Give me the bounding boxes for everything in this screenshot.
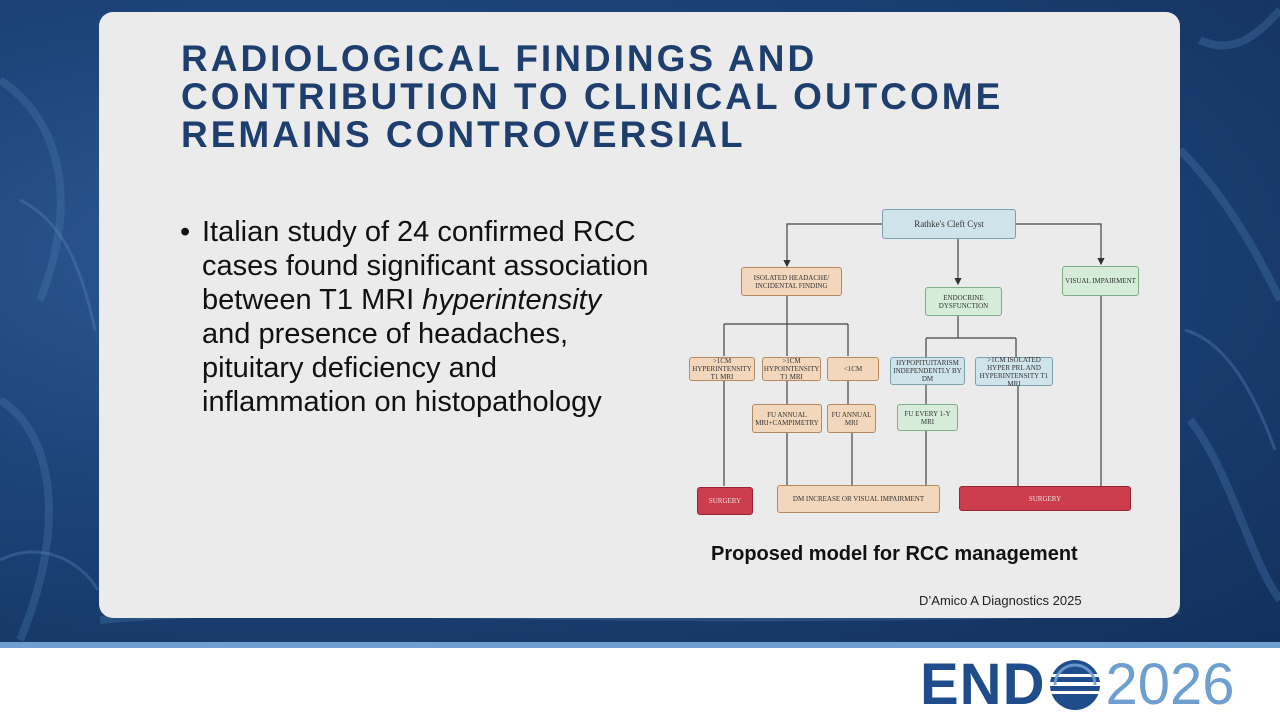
- bullet-marker: •: [180, 216, 191, 248]
- footer-stripe-thin: [0, 648, 1280, 651]
- figure-caption: Proposed model for RCC management: [711, 543, 1078, 565]
- bullet-text: Italian study of 24 confirmed RCC cases …: [202, 215, 652, 419]
- figure-credit: D’Amico A Diagnostics 2025: [919, 593, 1082, 608]
- globe-icon: [1050, 660, 1101, 710]
- flow-node-fu-every-year: FU EVERY 1-Y MRI: [897, 404, 958, 431]
- endo-logo: END 2026: [920, 656, 1235, 714]
- flow-node-small-cyst: <1CM: [827, 357, 879, 381]
- bullet-text-emphasis: hyperintensity: [422, 284, 602, 316]
- flow-node-root: Rathke's Cleft Cyst: [882, 209, 1016, 239]
- flow-node-isolated-hyper-prl: >1CM ISOLATED HYPER PRL AND HYPERINTENSI…: [975, 356, 1053, 388]
- slide-title: RADIOLOGICAL FINDINGS AND CONTRIBUTION T…: [181, 38, 1004, 155]
- flow-node-endocrine-dysfunction: ENDOCRINE DYSFUNCTION: [925, 287, 1002, 316]
- bullet-text-before: Italian study of 24 confirmed RCC cases …: [202, 216, 649, 316]
- flow-node-surgery-right: SURGERY: [959, 486, 1131, 511]
- flow-node-visual-impairment: VISUAL IMPAIRMENT: [1062, 266, 1139, 296]
- flow-node-fu-annual-campimetry: FU ANNUAL MRI+CAMPIMETRY: [752, 404, 822, 433]
- logo-text-end: END: [920, 652, 1046, 717]
- footer-stripe: [0, 642, 1280, 648]
- bullet-text-after: and presence of headaches, pituitary def…: [202, 318, 602, 418]
- flow-node-fu-annual-mri: FU ANNUAL MRI: [827, 404, 876, 433]
- flow-node-dm-increase: DM INCREASE OR VISUAL IMPAIRMENT: [777, 485, 940, 513]
- logo-text-year: 2026: [1105, 652, 1235, 717]
- flow-node-hypointensity: >1CM HYPOINTENSITY T1 MRI: [762, 357, 821, 381]
- flow-node-hypopituitarism: HYPOPITUITARISM INDEPENDENTLY BY DM: [890, 357, 965, 385]
- flow-node-hyperintensity: >1CM HYPERINTENSITY T1 MRI: [689, 357, 755, 381]
- flowchart-connectors: [723, 223, 1105, 486]
- flow-node-surgery-left: SURGERY: [697, 487, 753, 515]
- flow-node-isolated-headache: ISOLATED HEADACHE/ INCIDENTAL FINDING: [741, 267, 842, 296]
